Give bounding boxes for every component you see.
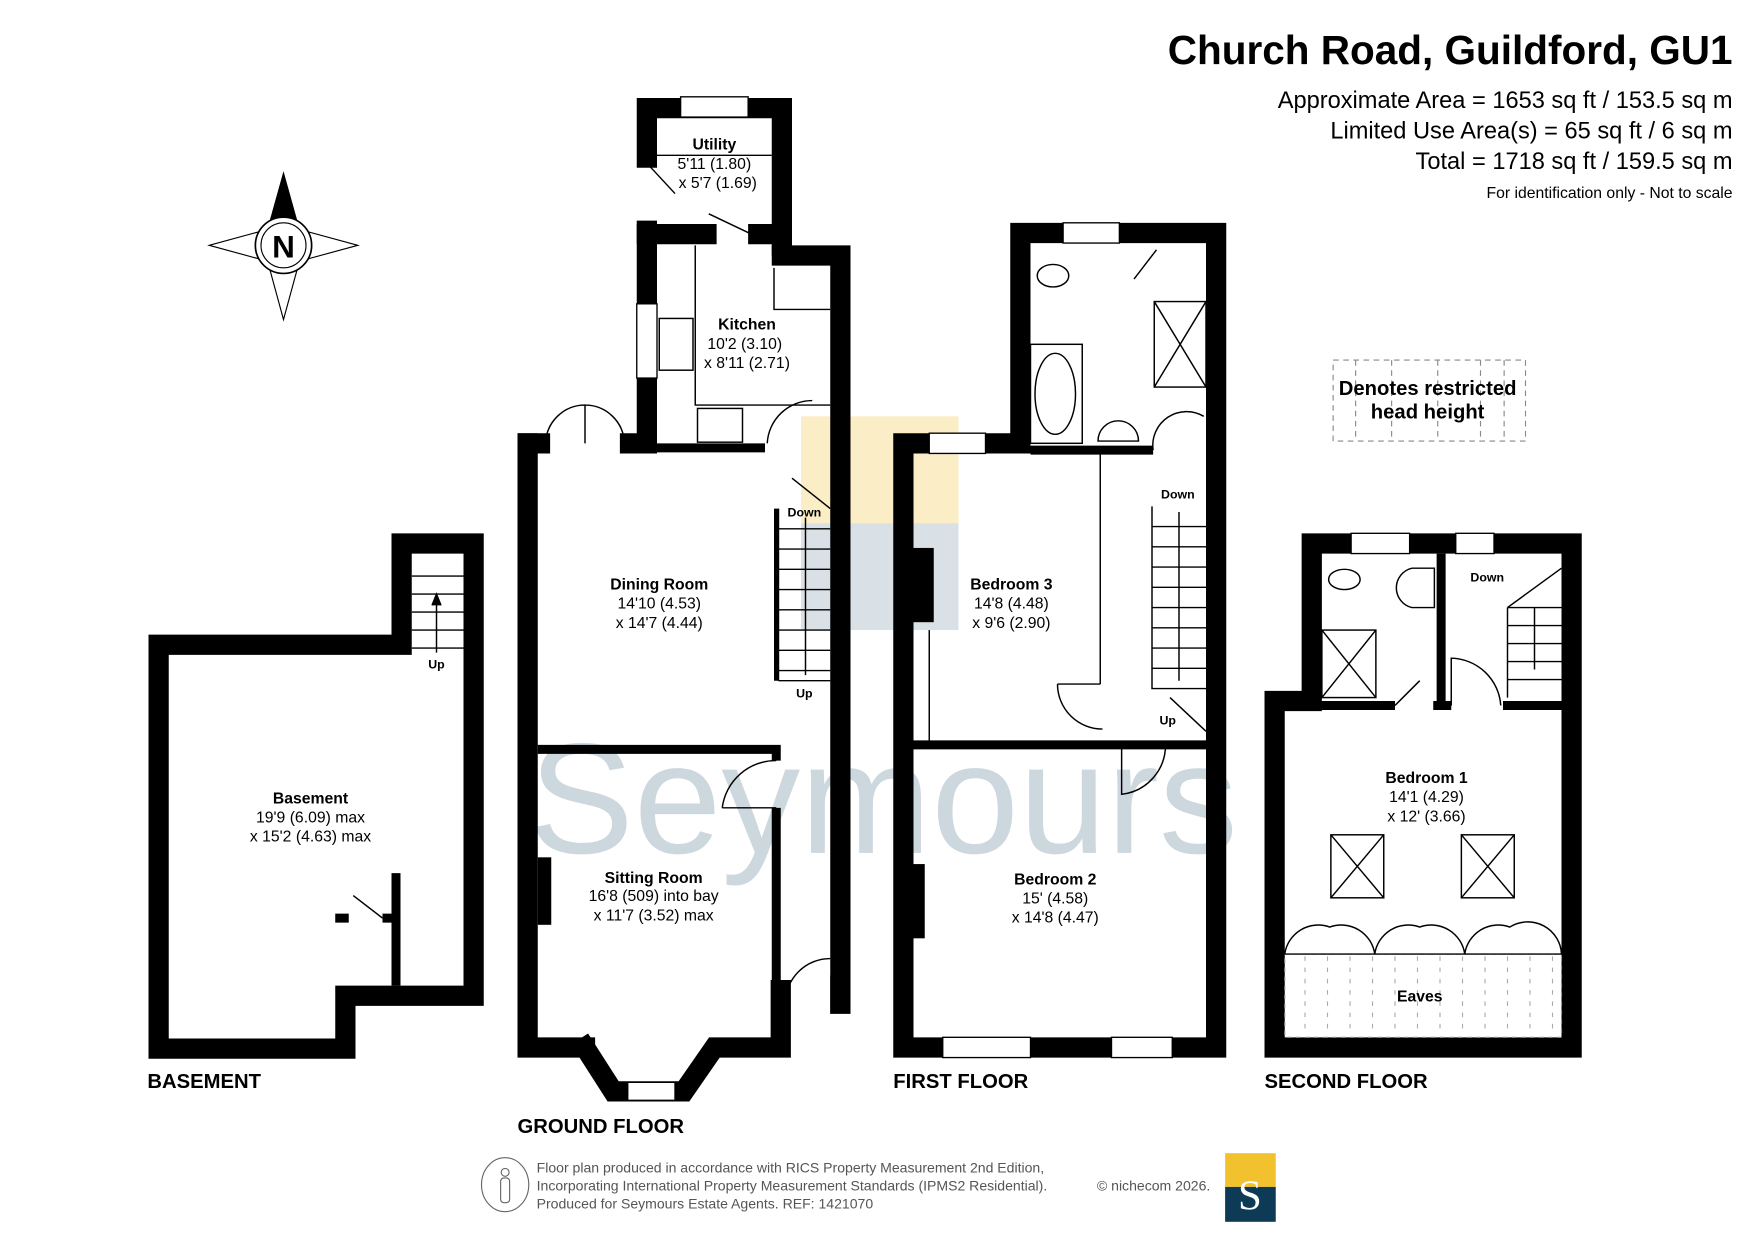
floor-label-first: FIRST FLOOR <box>893 1071 1028 1093</box>
shower-icon <box>1153 300 1207 388</box>
logo-letter: S <box>1238 1172 1262 1219</box>
utility-room-name: Utility <box>692 137 736 154</box>
second-stairs-down-label: Down <box>1470 571 1504 585</box>
eaves-restricted-area: Eaves <box>1284 921 1563 1038</box>
compass-north-label: N <box>272 229 295 265</box>
second-floor-plan: Down Eaves Bedroom 1 14'1 (4.29) x 12' (… <box>1264 532 1582 1058</box>
basement-stairs <box>411 575 464 653</box>
ground-floor-stairs <box>777 477 831 682</box>
footer-line-3: Produced for Seymours Estate Agents. REF… <box>537 1195 874 1211</box>
bedroom-3-dim-1: 14'8 (4.48) <box>974 596 1049 613</box>
bedroom-1-dim-2: x 12' (3.66) <box>1387 808 1465 825</box>
sink-icon <box>658 317 694 371</box>
bedroom-1-dim-1: 14'1 (4.29) <box>1389 789 1464 806</box>
watermark: Seymours <box>529 416 1238 887</box>
basement-plan: Up Basement 19'9 (6.09) max x 15'2 (4.63… <box>148 533 484 1059</box>
bedroom-2-dim-2: x 14'8 (4.47) <box>1012 910 1099 927</box>
basement-room-name: Basement <box>273 790 349 807</box>
floor-label-ground: GROUND FLOOR <box>518 1116 685 1138</box>
first-stairs-up-label: Up <box>1160 714 1177 728</box>
bedroom-2-name: Bedroom 2 <box>1014 871 1097 888</box>
footer-copyright: © nichecom 2026. <box>1097 1177 1210 1193</box>
person-scale-icon <box>480 1157 530 1213</box>
floor-label-basement: BASEMENT <box>147 1071 261 1093</box>
bedroom-3-name: Bedroom 3 <box>970 577 1053 594</box>
approx-area: Approximate Area = 1653 sq ft / 153.5 sq… <box>1278 88 1733 114</box>
hob-icon <box>696 407 744 443</box>
first-floor-stairs <box>1151 506 1207 732</box>
limited-use-area: Limited Use Area(s) = 65 sq ft / 6 sq m <box>1330 118 1732 144</box>
footer: Floor plan produced in accordance with R… <box>480 1153 1276 1222</box>
restricted-height-legend: Denotes restricted head height <box>1332 359 1527 442</box>
eaves-label: Eaves <box>1397 988 1443 1005</box>
utility-dim-1: 5'11 (1.80) <box>678 156 752 173</box>
first-stairs-down-label: Down <box>1161 487 1195 501</box>
ground-floor-plan: Down Up Dining Room 14'10 (4.53) x 14'7 … <box>517 96 851 1102</box>
skylight-icon <box>1330 834 1385 899</box>
basin-icon <box>1097 420 1140 442</box>
sitting-room-name: Sitting Room <box>605 870 703 887</box>
watermark-text: Seymours <box>529 711 1238 887</box>
bedroom-2-dim-1: 15' (4.58) <box>1022 890 1088 907</box>
dining-dim-1: 14'10 (4.53) <box>617 596 701 613</box>
basin-icon-2 <box>1395 567 1436 609</box>
ground-stairs-up-label: Up <box>796 687 813 701</box>
utility-dim-2: x 5'7 (1.69) <box>679 175 757 192</box>
bedroom-1-name: Bedroom 1 <box>1385 770 1468 787</box>
bedroom-3-dim-2: x 9'6 (2.90) <box>972 615 1050 632</box>
total-area: Total = 1718 sq ft / 159.5 sq m <box>1416 149 1733 175</box>
basement-stairs-up-label: Up <box>428 657 445 671</box>
seymours-logo: S <box>1225 1153 1276 1222</box>
kitchen-dim-1: 10'2 (3.10) <box>707 336 782 353</box>
kitchen-dim-2: x 8'11 (2.71) <box>704 355 790 372</box>
page-title: Church Road, Guildford, GU1 <box>1168 27 1733 73</box>
shower-icon-2 <box>1321 629 1377 699</box>
basement-dim-1: 19'9 (6.09) max <box>256 809 365 826</box>
dining-room-name: Dining Room <box>610 577 708 594</box>
watermark-logo-bottom <box>801 523 959 631</box>
legend-line-1: Denotes restricted <box>1339 378 1517 400</box>
toilet-icon-2 <box>1327 568 1361 591</box>
floor-label-second: SECOND FLOOR <box>1265 1071 1429 1093</box>
disclaimer: For identification only - Not to scale <box>1487 185 1733 202</box>
ground-stairs-down-label: Down <box>788 505 822 519</box>
sitting-dim-2: x 11'7 (3.52) max <box>594 907 714 924</box>
compass-icon: N <box>207 171 360 322</box>
second-floor-stairs <box>1506 567 1562 698</box>
dining-dim-2: x 14'7 (4.44) <box>616 615 703 632</box>
first-floor-plan: Down Up Bedroom 3 14'8 (4.48) x 9'6 (2.9… <box>893 222 1227 1059</box>
sitting-dim-1: 16'8 (509) into bay <box>589 888 719 905</box>
toilet-icon <box>1036 263 1070 288</box>
skylight-icon-2 <box>1460 834 1515 899</box>
footer-line-1: Floor plan produced in accordance with R… <box>537 1159 1045 1175</box>
basement-dim-2: x 15'2 (4.63) max <box>250 829 371 846</box>
legend-line-2: head height <box>1371 402 1485 424</box>
bathtub-icon <box>1034 352 1077 436</box>
kitchen-room-name: Kitchen <box>718 317 776 334</box>
footer-line-2: Incorporating International Property Mea… <box>537 1177 1048 1193</box>
watermark-logo-top <box>801 416 959 524</box>
